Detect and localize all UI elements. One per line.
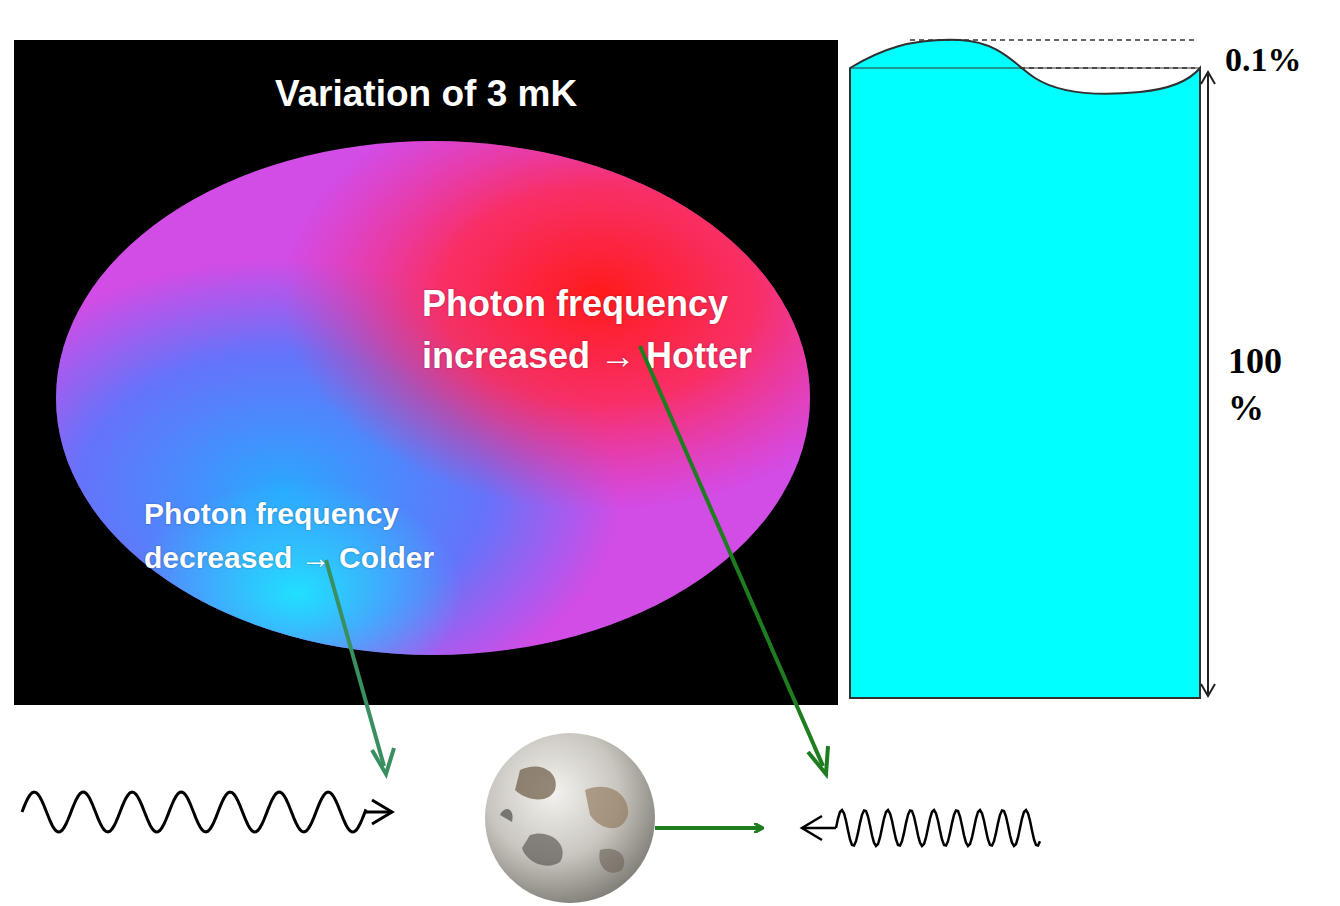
percent-label: 100 % (1228, 338, 1308, 432)
earth (485, 733, 655, 903)
black-panel: Photon frequency increased → HotterPhoto… (14, 40, 838, 705)
ellipse-outline (55, 140, 811, 656)
dimension-arrow (1201, 72, 1215, 696)
dash-line (910, 39, 1195, 41)
motion-arrow (655, 826, 762, 830)
colder-note: Photon frequency decreased → Colder (144, 492, 494, 579)
rim-line (850, 68, 1200, 69)
hotter-note: Photon frequency increased → Hotter (422, 278, 792, 382)
short-wave (802, 810, 1040, 846)
long-wave (22, 792, 392, 832)
cyan-container (850, 40, 1200, 698)
panel-title: Variation of 3 mK (14, 72, 838, 116)
percent-label: 0.1% (1225, 38, 1335, 82)
sky-map-ellipse: Photon frequency increased → HotterPhoto… (55, 140, 811, 656)
